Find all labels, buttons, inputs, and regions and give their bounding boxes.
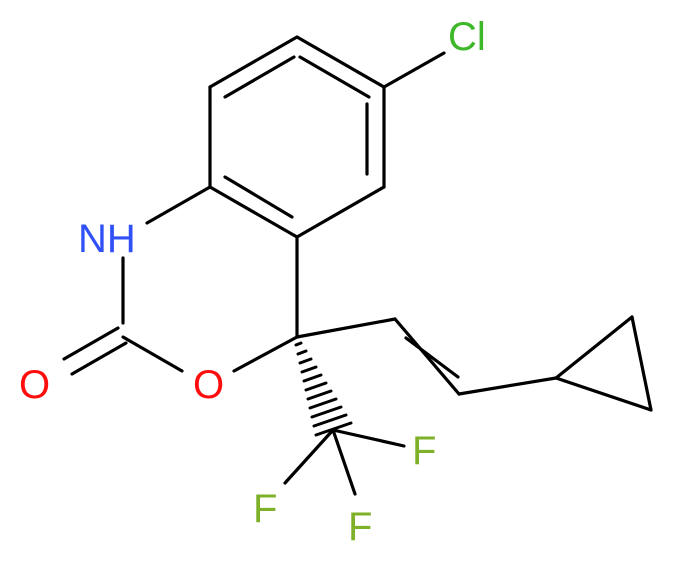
atom-fluorine: F [253,487,277,531]
bond [295,35,386,89]
double-bond-inner [223,175,294,219]
trifluoromethyl-group [283,428,406,496]
bond-c-f [331,428,406,448]
atom-fluorine: F [412,429,436,473]
bond [554,315,634,380]
double-bond-inner [298,55,371,99]
bond-c-f [283,428,335,485]
bond [208,35,299,89]
oxazinone-ring [62,185,299,376]
hashed-wedge-bond [294,341,353,437]
double-bond-inner [223,55,296,99]
bond [554,376,653,412]
bond [457,376,558,396]
atom-oxygen-ring: O [193,363,224,407]
atom-oxygen-carbonyl: O [19,363,50,407]
bond [295,185,386,239]
bond [630,315,653,412]
bond [232,335,299,373]
atom-nitrogen: NH [78,217,136,261]
carbonyl-bond [62,326,120,361]
benzene-ring [208,35,386,239]
atom-fluorine: F [348,505,372,549]
bond [121,335,184,373]
bond-c-cl [382,51,446,89]
carbonyl-bond [70,341,128,376]
double-bond-inner [404,336,460,379]
bond [145,185,212,225]
atom-chlorine: Cl [448,15,486,59]
bond [295,317,397,339]
vinyl-group [295,317,558,396]
bond [393,317,461,396]
cyclopropyl-ring [554,315,653,412]
bond [208,185,299,239]
bond-c-f [331,428,357,496]
